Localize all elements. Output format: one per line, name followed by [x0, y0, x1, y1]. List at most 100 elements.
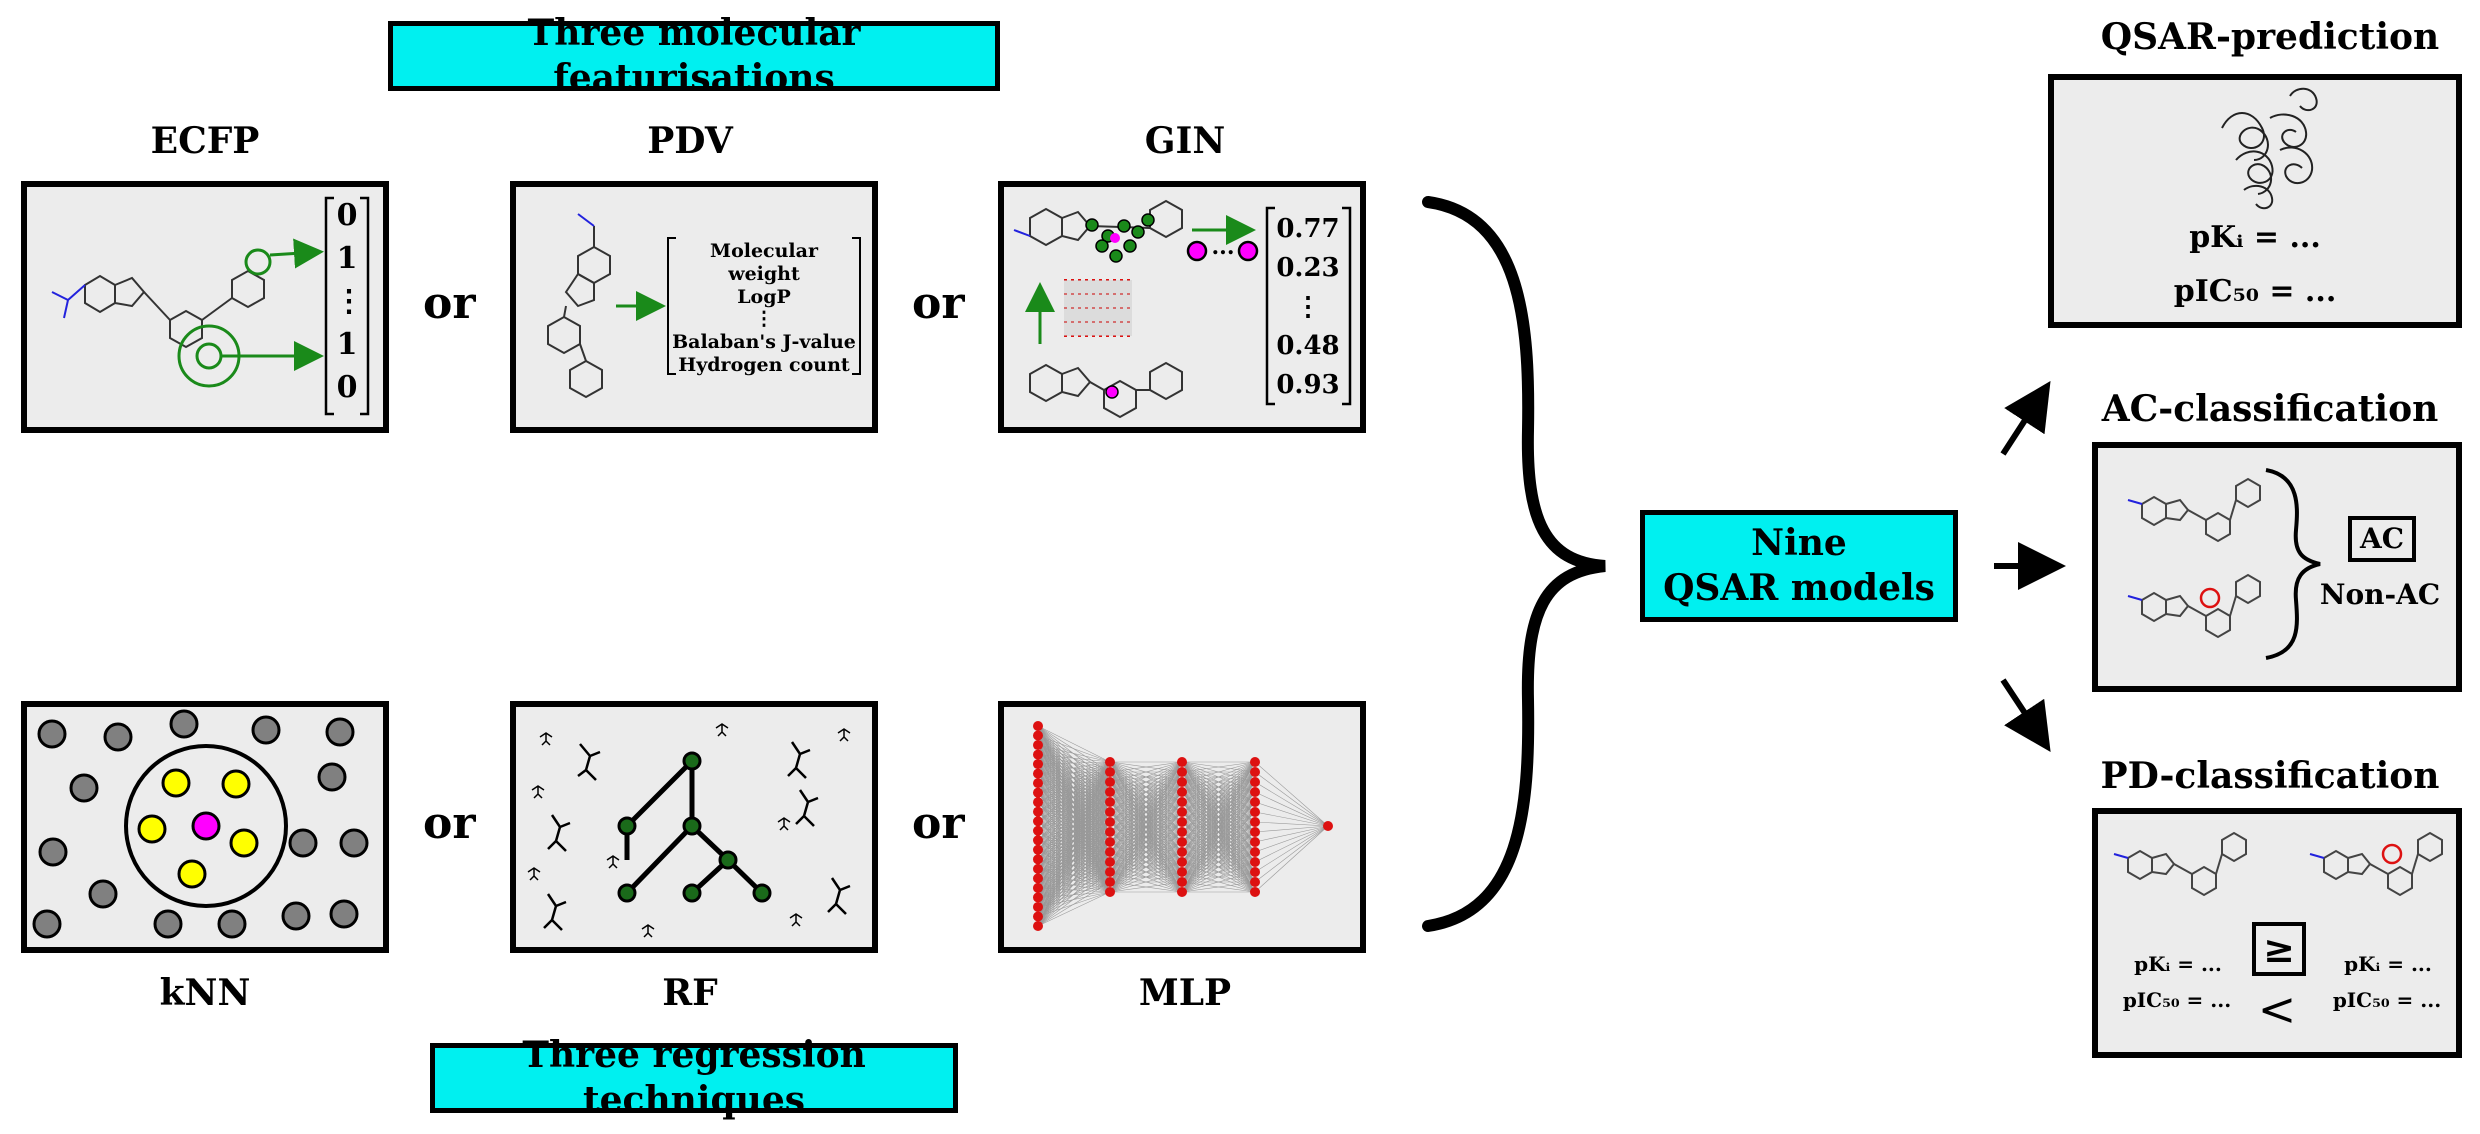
ac-molecule-icon-2: [2127, 573, 2261, 639]
ac-molecule-icon-1: [2127, 477, 2261, 543]
gin-bottom-molecule-icon: [1029, 361, 1183, 419]
mlp-neuron: [1323, 821, 1333, 831]
mlp-neuron: [1250, 807, 1260, 817]
pdv-descriptor: ⋮: [754, 308, 774, 331]
ecfp-bit: ⋮: [334, 284, 364, 319]
ac-panel: [2092, 442, 2462, 692]
ac-title: AC-classification: [2101, 388, 2439, 430]
mlp-neuron: [1105, 857, 1115, 867]
mlp-neuron: [1250, 857, 1260, 867]
mlp-neuron: [1250, 767, 1260, 777]
qsar-panel: [2048, 74, 2462, 328]
mlp-neuron: [1033, 759, 1043, 770]
mlp-neuron: [1105, 767, 1115, 777]
mlp-neuron: [1177, 857, 1187, 867]
mlp-neuron: [1177, 807, 1187, 817]
pd-molecule-icon-1: [2113, 831, 2247, 897]
mlp-neuron: [1033, 835, 1043, 846]
arrow-to-pd: [2000, 678, 2051, 753]
mlp-drawing: [1033, 721, 1333, 931]
regression-header: Three regression techniques: [430, 1034, 958, 1121]
pd-molecule-icon-2: [2309, 831, 2443, 897]
gin-dots: ...: [1211, 234, 1235, 260]
pd-right-line1: pKᵢ = ...: [2344, 952, 2432, 976]
rf-label: RF: [662, 972, 718, 1014]
mlp-neuron: [1105, 797, 1115, 807]
mlp-neuron: [1033, 921, 1043, 931]
ecfp-panel: [21, 181, 389, 433]
pdv-descriptor: Hydrogen count: [678, 353, 850, 376]
mlp-neuron: [1033, 863, 1043, 874]
gin-value: 0.23: [1276, 253, 1340, 283]
gin-vector: 0.77 0.23 ⋮ 0.48 0.93: [1272, 210, 1344, 405]
mlp-neuron: [1177, 767, 1187, 777]
knn-label: kNN: [159, 972, 251, 1014]
mlp-neuron: [1033, 749, 1043, 760]
pd-lt-symbol: <: [2257, 982, 2297, 1036]
mlp-neuron: [1033, 825, 1043, 836]
mlp-neuron: [1250, 827, 1260, 837]
gin-value: 0.93: [1276, 370, 1340, 400]
nine-models-box: Nine QSAR models: [1640, 510, 1958, 622]
mlp-neuron: [1177, 757, 1187, 767]
mlp-neuron: [1033, 882, 1043, 893]
mlp-neuron: [1250, 837, 1260, 847]
nonac-label: Non-AC: [2319, 578, 2441, 611]
mlp-neuron: [1177, 847, 1187, 857]
mlp-neuron: [1250, 797, 1260, 807]
gin-label: GIN: [1144, 120, 1226, 162]
mlp-neuron: [1033, 740, 1043, 751]
mlp-neuron: [1033, 787, 1043, 798]
or-knn-rf: or: [423, 798, 476, 849]
mlp-neuron: [1177, 877, 1187, 887]
mlp-label: MLP: [1138, 972, 1232, 1014]
mlp-neuron: [1250, 887, 1260, 897]
mlp-neuron: [1033, 901, 1043, 912]
mlp-neuron: [1105, 847, 1115, 857]
mlp-neuron: [1033, 892, 1043, 903]
pd-left-line1: pKᵢ = ...: [2134, 952, 2222, 976]
protein-icon: [2221, 87, 2318, 210]
pdv-panel: [510, 181, 878, 433]
mlp-neuron: [1105, 757, 1115, 767]
featurisations-header-text: Three molecular featurisations: [527, 12, 861, 99]
mlp-neuron: [1105, 877, 1115, 887]
mlp-neuron: [1250, 817, 1260, 827]
mlp-neuron: [1105, 807, 1115, 817]
mlp-neuron: [1105, 827, 1115, 837]
knn-drawing: [32, 709, 369, 939]
pdv-label: PDV: [647, 120, 733, 162]
mlp-neuron: [1105, 817, 1115, 827]
or-rf-mlp: or: [912, 798, 965, 849]
featurisations-header: Three molecular featurisations: [388, 12, 1000, 99]
or-ecfp-pdv: or: [423, 278, 476, 329]
pdv-molecule-icon: [547, 213, 611, 399]
mlp-neuron: [1177, 837, 1187, 847]
gin-value: ⋮: [1295, 292, 1321, 322]
qsar-line2: pIC₅₀ = ...: [2173, 274, 2337, 309]
or-pdv-gin: or: [912, 278, 965, 329]
mlp-neuron: [1033, 768, 1043, 779]
pd-geq-symbol: ≥: [2252, 922, 2306, 976]
mlp-neuron: [1177, 777, 1187, 787]
mlp-neuron: [1105, 867, 1115, 877]
big-brace: [1422, 196, 1606, 932]
mlp-neuron: [1105, 887, 1115, 897]
mlp-neuron: [1250, 757, 1260, 767]
mlp-neuron: [1033, 873, 1043, 884]
ac-label: AC: [2348, 516, 2416, 562]
ecfp-bit: 0: [336, 198, 358, 233]
mlp-neuron: [1177, 827, 1187, 837]
mlp-neuron: [1177, 817, 1187, 827]
pdv-descriptor: Balaban's J-value: [672, 331, 856, 354]
mlp-neuron: [1250, 777, 1260, 787]
mlp-neuron: [1033, 721, 1043, 731]
pdv-descriptor-list: Molecular weight LogP ⋮ Balaban's J-valu…: [672, 240, 856, 377]
pd-right-line2: pIC₅₀ = ...: [2332, 988, 2442, 1012]
ecfp-bit: 1: [336, 327, 358, 362]
mlp-neuron: [1033, 778, 1043, 789]
pd-left-line2: pIC₅₀ = ...: [2122, 988, 2232, 1012]
mlp-neuron: [1177, 887, 1187, 897]
mlp-neuron: [1177, 867, 1187, 877]
